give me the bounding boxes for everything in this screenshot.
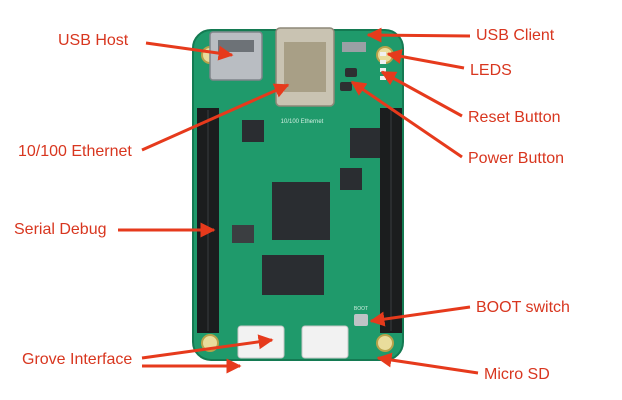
callout-arrows — [118, 27, 479, 375]
right-pin-header — [380, 108, 402, 333]
power-ic — [242, 120, 264, 142]
ethernet-jack — [275, 27, 335, 107]
arrow-power — [350, 80, 463, 159]
label-reset-button: Reset Button — [468, 109, 561, 126]
arrow-micro-sd — [376, 352, 479, 375]
label-boot-switch: BOOT switch — [476, 299, 570, 316]
label-ethernet: 10/100 Ethernet — [18, 143, 132, 160]
silkscreen-boot: BOOT — [354, 306, 368, 312]
label-serial-debug: Serial Debug — [14, 221, 107, 238]
left-pin-header — [197, 108, 219, 333]
memory-chip — [262, 255, 324, 295]
arrow-ethernet — [141, 83, 290, 152]
arrow-usb-host — [145, 41, 234, 61]
usb-host-connector — [209, 31, 263, 81]
label-power-button: Power Button — [468, 150, 565, 167]
inductor — [232, 225, 254, 243]
small-ic — [350, 128, 380, 158]
emmc-chip — [340, 168, 362, 190]
boot-switch — [354, 314, 368, 326]
power-button — [340, 82, 352, 91]
arrow-grove-1 — [141, 334, 274, 360]
usb-client-connector — [342, 42, 366, 52]
arrow-reset — [380, 70, 463, 118]
arrow-leds — [386, 49, 465, 70]
arrow-boot — [369, 305, 471, 327]
silkscreen-ethernet: 10/100 Ethernet — [281, 119, 324, 125]
arrow-usb-client — [366, 27, 471, 43]
label-grove-interface: Grove Interface — [22, 351, 133, 368]
reset-button — [345, 68, 357, 77]
label-usb-client: USB Client — [476, 27, 555, 44]
label-micro-sd: Micro SD — [484, 366, 550, 383]
grove-connector-right — [301, 325, 349, 359]
label-usb-host: USB Host — [58, 32, 129, 49]
processor-chip — [272, 182, 330, 240]
label-leds: LEDS — [470, 62, 512, 79]
serial-debug-header — [210, 200, 216, 240]
